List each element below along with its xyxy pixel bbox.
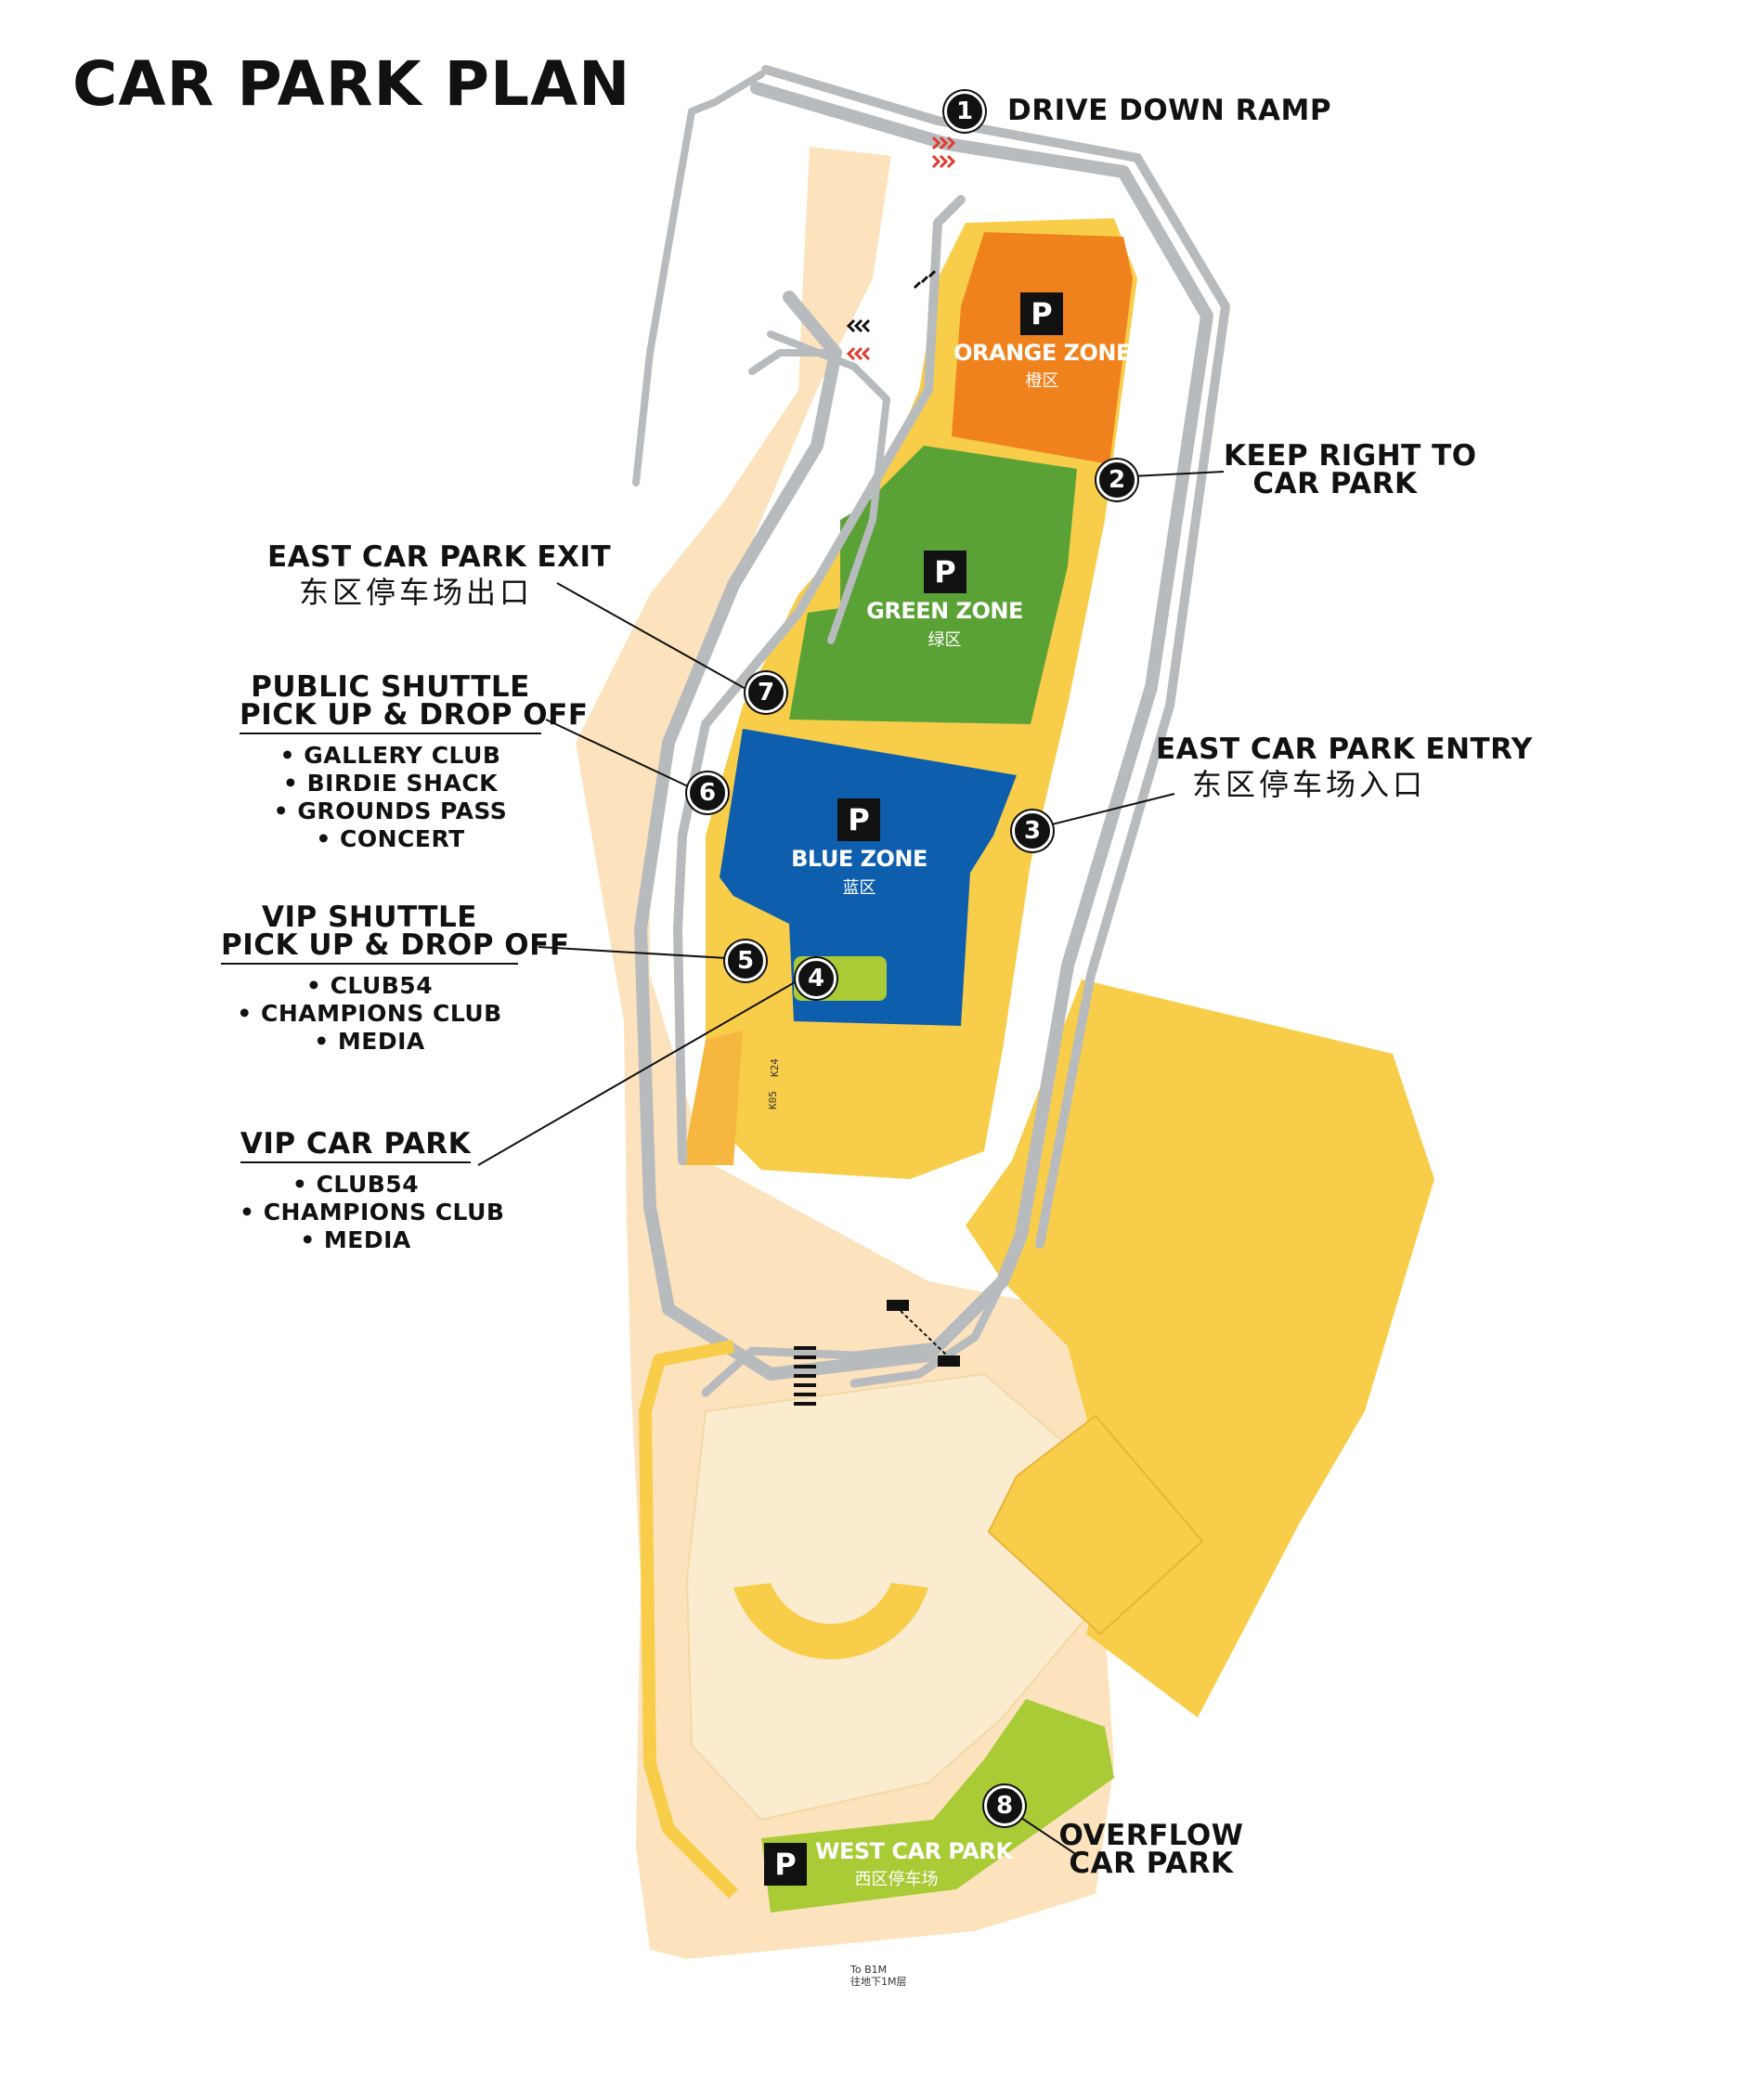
marker-7: 7 xyxy=(746,672,786,713)
horseshoe-stand xyxy=(733,1583,928,1660)
traffic-light xyxy=(887,1300,909,1311)
vip-car-park-list: CLUB54 CHAMPIONS CLUB MEDIA xyxy=(240,1171,504,1254)
vip-shuttle-item: CHAMPIONS CLUB xyxy=(221,1000,518,1028)
vip-car-park-item: MEDIA xyxy=(240,1226,472,1254)
keep-right-line1: KEEP RIGHT TO xyxy=(1224,439,1477,473)
venue-block xyxy=(987,1414,1204,1636)
green-zone-cn: 绿区 xyxy=(927,630,962,650)
orange-zone-name: ORANGE ZONE xyxy=(953,340,1131,366)
drive-down-ramp-label: DRIVE DOWN RAMP xyxy=(1007,94,1332,127)
vip-car-park-item: CHAMPIONS CLUB xyxy=(240,1199,504,1226)
public-shuttle-label: PUBLIC SHUTTLE PICK UP & DROP OFF GALLER… xyxy=(240,670,588,853)
marker-3: 3 xyxy=(1012,811,1053,851)
orange-zone-cn: 橙区 xyxy=(1025,371,1059,391)
to-b1m-label: To B1M 往地下1M层 xyxy=(850,1964,907,1988)
keep-right-line2: CAR PARK xyxy=(1252,467,1418,500)
overflow-line1: OVERFLOW xyxy=(1058,1819,1244,1852)
blue-zone-cn: 蓝区 xyxy=(842,878,876,898)
east-exit-title: EAST CAR PARK EXIT xyxy=(267,540,612,574)
keep-right-label: KEEP RIGHT TO CAR PARK xyxy=(1224,439,1477,500)
orange-zone-parking-icon: P xyxy=(1020,292,1063,335)
marker-2: 2 xyxy=(1096,460,1137,500)
vip-car-park-label: VIP CAR PARK CLUB54 CHAMPIONS CLUB MEDIA xyxy=(240,1130,504,1254)
public-shuttle-item: GALLERY CLUB xyxy=(240,742,541,770)
ramp-chevrons xyxy=(846,136,956,361)
marker-4: 4 xyxy=(796,958,837,999)
vip-car-park-title: VIP CAR PARK xyxy=(240,1130,472,1163)
west-car-park-parking-icon: P xyxy=(764,1843,807,1886)
blue-zone-parking-icon: P xyxy=(837,798,880,841)
orange-zone-area xyxy=(952,232,1133,464)
to-b1m-en: To B1M xyxy=(850,1964,888,1976)
blue-zone-area xyxy=(720,729,1017,1026)
marker-6: 6 xyxy=(687,772,728,813)
crosswalk xyxy=(794,1346,816,1406)
vip-shuttle-label: VIP SHUTTLE PICK UP & DROP OFF CLUB54 CH… xyxy=(221,901,569,1056)
green-zone-name: GREEN ZONE xyxy=(866,598,1023,624)
vip-shuttle-list: CLUB54 CHAMPIONS CLUB MEDIA xyxy=(221,972,518,1056)
vip-car-park-strip xyxy=(682,1031,743,1165)
east-entry-label: EAST CAR PARK ENTRY 东区停车场入口 xyxy=(1156,733,1533,802)
west-car-park-name: WEST CAR PARK xyxy=(815,1838,1013,1864)
public-shuttle-item: CONCERT xyxy=(240,825,541,853)
traffic-light xyxy=(938,1355,960,1367)
road-network xyxy=(632,65,1230,1397)
overflow-line2: CAR PARK xyxy=(1069,1847,1234,1880)
vip-shuttle-line2: PICK UP & DROP OFF xyxy=(221,931,569,965)
vip-shuttle-item: MEDIA xyxy=(221,1028,518,1056)
marker-8: 8 xyxy=(984,1785,1025,1826)
stall-label-k24: K24 xyxy=(769,1058,781,1077)
public-shuttle-line1: PUBLIC SHUTTLE xyxy=(251,670,530,704)
west-car-park-cn: 西区停车场 xyxy=(854,1870,939,1889)
east-entry-cn: 东区停车场入口 xyxy=(1191,767,1426,802)
green-zone-parking-icon: P xyxy=(924,551,966,593)
east-exit-cn: 东区停车场出口 xyxy=(298,575,533,610)
leader-lines xyxy=(477,471,1225,1856)
overflow-label: OVERFLOW CAR PARK xyxy=(1058,1819,1244,1880)
west-loop-road xyxy=(639,1340,738,1899)
overflow-area xyxy=(761,1699,1114,1913)
public-shuttle-item: BIRDIE SHACK xyxy=(240,770,541,798)
east-exit-label: EAST CAR PARK EXIT 东区停车场出口 xyxy=(267,540,612,610)
vip-shuttle-line1: VIP SHUTTLE xyxy=(262,901,477,934)
stall-label-k05: K05 xyxy=(767,1091,779,1109)
marker-5: 5 xyxy=(725,940,766,981)
public-shuttle-list: GALLERY CLUB BIRDIE SHACK GROUNDS PASS C… xyxy=(240,742,541,853)
east-entry-title: EAST CAR PARK ENTRY xyxy=(1156,733,1533,766)
to-b1m-cn: 往地下1M层 xyxy=(850,1976,907,1988)
gate-line xyxy=(900,1310,948,1356)
page-title: CAR PARK PLAN xyxy=(72,48,631,120)
vip-car-park-item: CLUB54 xyxy=(240,1171,472,1199)
public-shuttle-item: GROUNDS PASS xyxy=(240,798,541,825)
blue-zone-name: BLUE ZONE xyxy=(791,846,927,872)
marker-1: 1 xyxy=(944,91,985,132)
public-shuttle-line2: PICK UP & DROP OFF xyxy=(240,701,588,734)
east-yellow-area xyxy=(966,979,1434,1718)
vip-shuttle-item: CLUB54 xyxy=(221,972,518,1000)
